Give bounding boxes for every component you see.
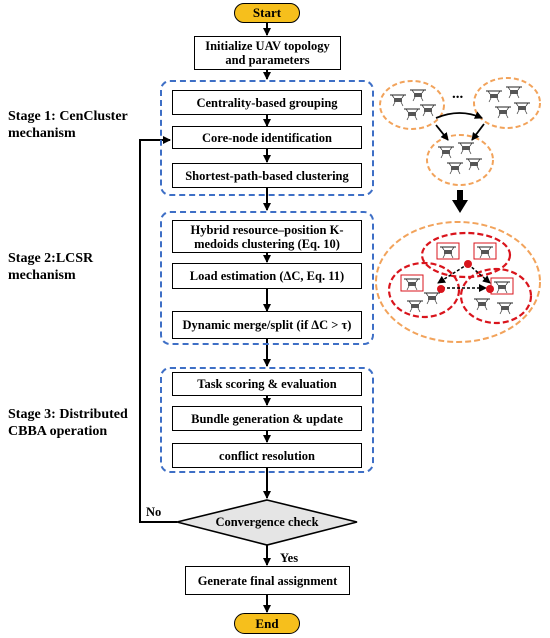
illustration-down-arrow	[452, 190, 468, 213]
end-terminal: End	[234, 613, 300, 634]
step-centrality-grouping: Centrality-based grouping	[172, 90, 362, 115]
step-load-estimation: Load estimation (ΔC, Eq. 11)	[172, 263, 362, 289]
convergence-diamond	[176, 499, 358, 546]
step-dynamic-merge-split: Dynamic merge/split (if ΔC > τ)	[172, 311, 362, 339]
step-kmedoids-clustering: Hybrid resource–position K-medoids clust…	[172, 220, 362, 253]
convergence-check: Convergence check	[215, 514, 319, 529]
stage-3-container	[160, 367, 374, 473]
uav-cluster-illustration-bottom	[375, 221, 541, 343]
no-label: No	[146, 505, 162, 519]
stage-2-label: Stage 2:LCSR mechanism	[8, 251, 94, 283]
stage-1-container	[160, 80, 374, 196]
stage-2-container	[160, 211, 374, 345]
step-task-scoring: Task scoring & evaluation	[172, 372, 362, 396]
yes-label: Yes	[280, 551, 299, 565]
step-bundle-generation: Bundle generation & update	[172, 406, 362, 431]
init-step: Initialize UAV topology and parameters	[194, 36, 341, 70]
step-conflict-resolution: conflict resolution	[172, 443, 362, 468]
stage-3-label: Stage 3: Distributed CBBA operation	[8, 407, 128, 439]
step-shortest-path-clustering: Shortest-path-based clustering	[172, 163, 362, 188]
generate-final-assignment: Generate final assignment	[185, 566, 350, 595]
step-core-node-identification: Core-node identification	[172, 126, 362, 149]
illustration-ellipsis: ...	[452, 86, 464, 102]
uav-cluster-illustration-top	[379, 77, 541, 186]
start-terminal: Start	[234, 3, 300, 23]
stage-1-label: Stage 1: CenCluster mechanism	[8, 109, 128, 141]
